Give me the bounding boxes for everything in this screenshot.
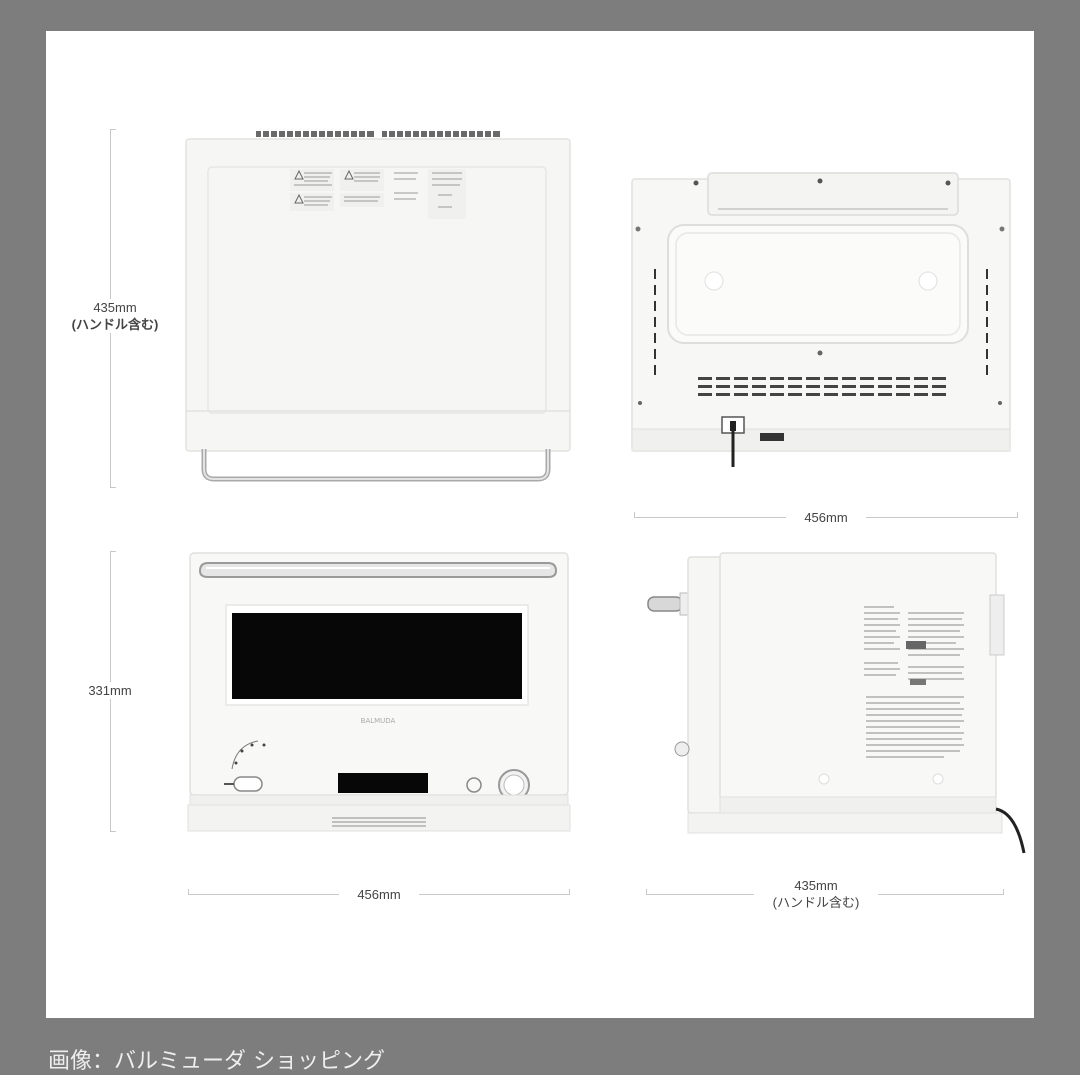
side-view-depth-tick xyxy=(646,889,647,895)
front-view-height-tick xyxy=(110,831,116,832)
side-view-depth-tick xyxy=(1003,889,1004,895)
svg-text:BALMUDA: BALMUDA xyxy=(361,717,396,725)
oven-back-view xyxy=(631,172,1011,467)
top-view-height-tick xyxy=(110,487,116,488)
oven-side-view xyxy=(647,552,1026,854)
product-dimension-figure: 435mm (ハンドル含む) 331mm 456mm 456mm 435mm (… xyxy=(46,31,1034,1018)
image-source-caption: 画像：バルミューダ ショッピング xyxy=(48,1049,385,1074)
oven-front-view: BALMUDA xyxy=(187,552,571,832)
front-view-height-tick xyxy=(110,551,116,552)
oven-top-view xyxy=(185,131,571,482)
top-view-height-tick xyxy=(110,129,116,130)
back-view-width-label: 456mm xyxy=(786,509,866,526)
back-view-width-tick xyxy=(1017,512,1018,518)
front-view-height-label: 331mm xyxy=(70,682,150,699)
front-view-width-tick xyxy=(569,889,570,895)
front-view-width-tick xyxy=(188,889,189,895)
back-view-width-tick xyxy=(634,512,635,518)
top-view-height-label: 435mm (ハンドル含む) xyxy=(60,299,170,333)
front-view-width-label: 456mm xyxy=(339,886,419,903)
side-view-depth-label: 435mm (ハンドル含む) xyxy=(754,877,878,911)
